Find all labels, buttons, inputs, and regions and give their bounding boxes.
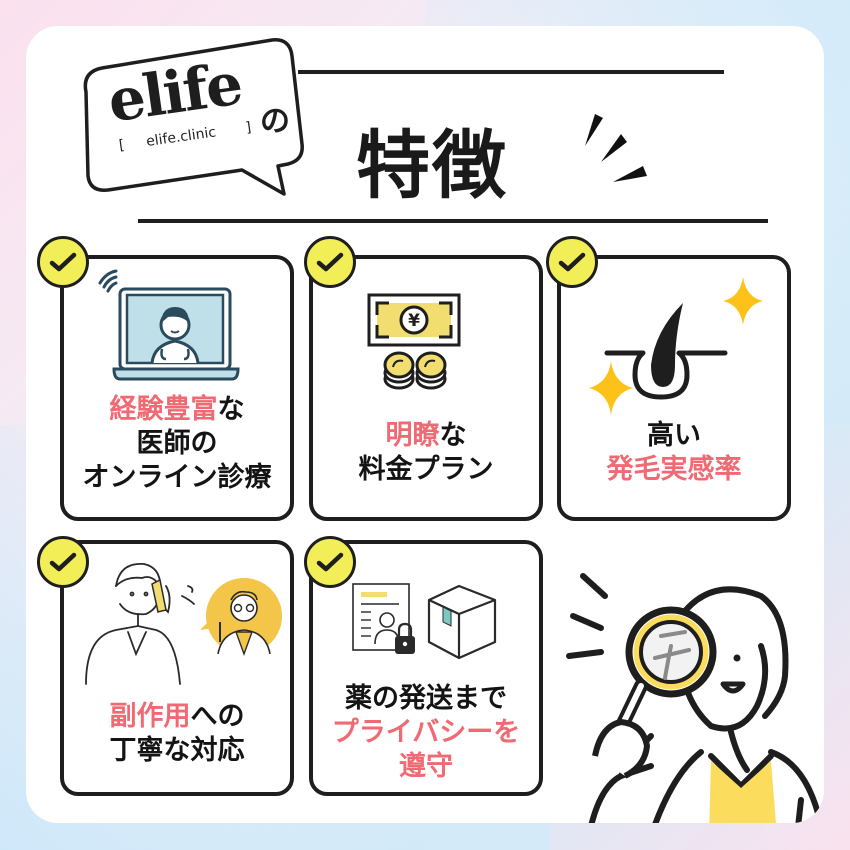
feature-line: 経験豊富な <box>109 394 245 425</box>
feature-line: 遵守 <box>399 751 453 782</box>
feature-card-clear-pricing: ¥ 明瞭な 料金プラン <box>309 255 543 521</box>
feature-line: 発毛実感率 <box>606 454 742 485</box>
check-badge <box>546 236 598 288</box>
feature-line: 丁寧な対応 <box>109 735 245 766</box>
checkmark-icon <box>49 252 77 272</box>
brand-suffix: の <box>260 104 290 139</box>
feature-line: 明瞭な <box>385 420 467 451</box>
main-panel: elife [ elife.clinic ] の 特徴 経験豊富な <box>26 26 824 823</box>
money-yen-icon: ¥ <box>367 293 461 390</box>
feature-card-side-effect-support: 副作用への 丁寧な対応 <box>60 540 294 796</box>
feature-line: 副作用への <box>109 701 245 732</box>
feature-line: 料金プラン <box>358 454 494 485</box>
feature-line: オンライン診療 <box>82 462 272 493</box>
feature-card-hair-growth: 高い 発毛実感率 <box>557 255 791 521</box>
feature-line: プライバシーを <box>331 717 521 748</box>
check-badge <box>304 536 356 588</box>
woman-magnifying-glass-icon <box>566 573 824 823</box>
checkmark-icon <box>316 552 344 572</box>
laptop-doctor-icon <box>98 269 240 381</box>
checkmark-icon <box>316 252 344 272</box>
checkmark-icon <box>49 552 77 572</box>
logo-speech-bubble <box>83 38 304 196</box>
feature-line: 高い <box>647 420 701 451</box>
feature-line: 医師の <box>136 428 218 459</box>
feature-text: 薬の発送まで プライバシーを 遵守 <box>313 682 539 784</box>
feature-text: 経験豊富な 医師の オンライン診療 <box>64 393 290 495</box>
feature-line: 薬の発送まで <box>345 683 507 714</box>
checkmark-icon <box>558 252 586 272</box>
svg-text:¥: ¥ <box>408 311 420 331</box>
feature-text: 副作用への 丁寧な対応 <box>64 700 290 768</box>
phone-consult-doctor-icon <box>85 563 282 685</box>
privacy-document-box-icon <box>352 583 497 660</box>
bracket-open: [ <box>118 137 126 154</box>
hair-follicle-sparkle-icon <box>589 277 763 415</box>
feature-text: 高い 発毛実感率 <box>561 419 787 487</box>
header-rule-bottom <box>138 219 768 223</box>
header-rule-top <box>298 70 724 74</box>
feature-card-privacy-shipping: 薬の発送まで プライバシーを 遵守 <box>309 540 543 796</box>
emphasis-burst-icon <box>585 114 647 182</box>
check-badge <box>37 536 89 588</box>
check-badge <box>304 236 356 288</box>
page-title: 特徴 <box>356 123 508 209</box>
feature-text: 明瞭な 料金プラン <box>313 419 539 487</box>
check-badge <box>37 236 89 288</box>
feature-card-online-consultation: 経験豊富な 医師の オンライン診療 <box>60 255 294 521</box>
